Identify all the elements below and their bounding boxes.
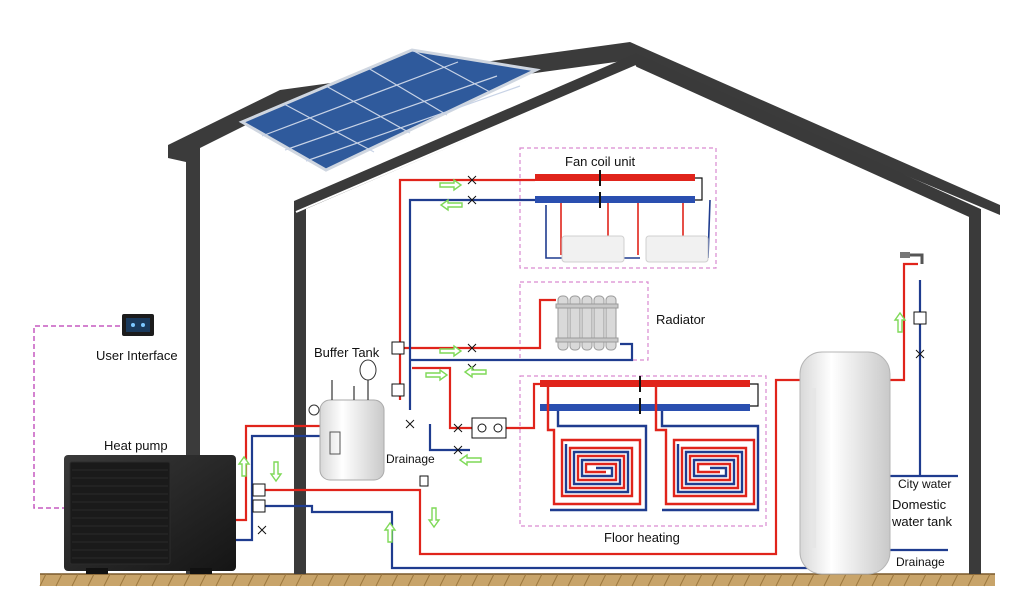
user-interface-label: User Interface xyxy=(96,348,178,363)
valve-symbols xyxy=(252,175,927,535)
control-line xyxy=(33,325,120,509)
house-inner-wall xyxy=(294,53,981,574)
buffer-tank-label: Buffer Tank xyxy=(314,345,380,360)
mixing-station-icon xyxy=(471,417,507,439)
city-water-label: City water xyxy=(898,477,951,491)
house xyxy=(168,42,1000,574)
radiator-label: Radiator xyxy=(656,312,706,327)
floor-heating-label: Floor heating xyxy=(604,530,680,545)
fan-coil-unit-label: Fan coil unit xyxy=(565,154,635,169)
floor-heating-unit xyxy=(540,376,760,512)
radiator-unit xyxy=(555,295,619,351)
domestic-water-tank-label-line2: water tank xyxy=(891,514,952,529)
faucet-icon xyxy=(900,252,924,264)
floor-heating-zone xyxy=(519,375,767,527)
fan-coil-zone xyxy=(519,147,717,269)
buffer-tank xyxy=(308,359,385,481)
flow-arrows xyxy=(237,178,907,543)
three-way-valve-icon xyxy=(391,341,405,355)
pump-icon xyxy=(252,499,266,513)
pump-icon xyxy=(391,383,405,397)
heat-pump-label: Heat pump xyxy=(104,438,168,453)
solar-panel xyxy=(238,48,541,172)
domestic-water-tank xyxy=(799,351,891,575)
heat-pump-unit xyxy=(64,455,236,574)
valve-icon xyxy=(252,483,266,497)
ground xyxy=(39,573,995,587)
supply-pipes xyxy=(236,178,918,556)
valve-icon xyxy=(913,311,927,325)
fan-coil-unit xyxy=(535,170,709,263)
sensor-icon xyxy=(419,475,429,487)
drainage-domestic-label: Drainage xyxy=(896,555,945,569)
user-interface-controller xyxy=(122,314,154,336)
return-pipes xyxy=(236,198,958,570)
drainage-buffer-label: Drainage xyxy=(386,452,435,466)
domestic-water-tank-label-line1: Domestic xyxy=(892,497,947,512)
